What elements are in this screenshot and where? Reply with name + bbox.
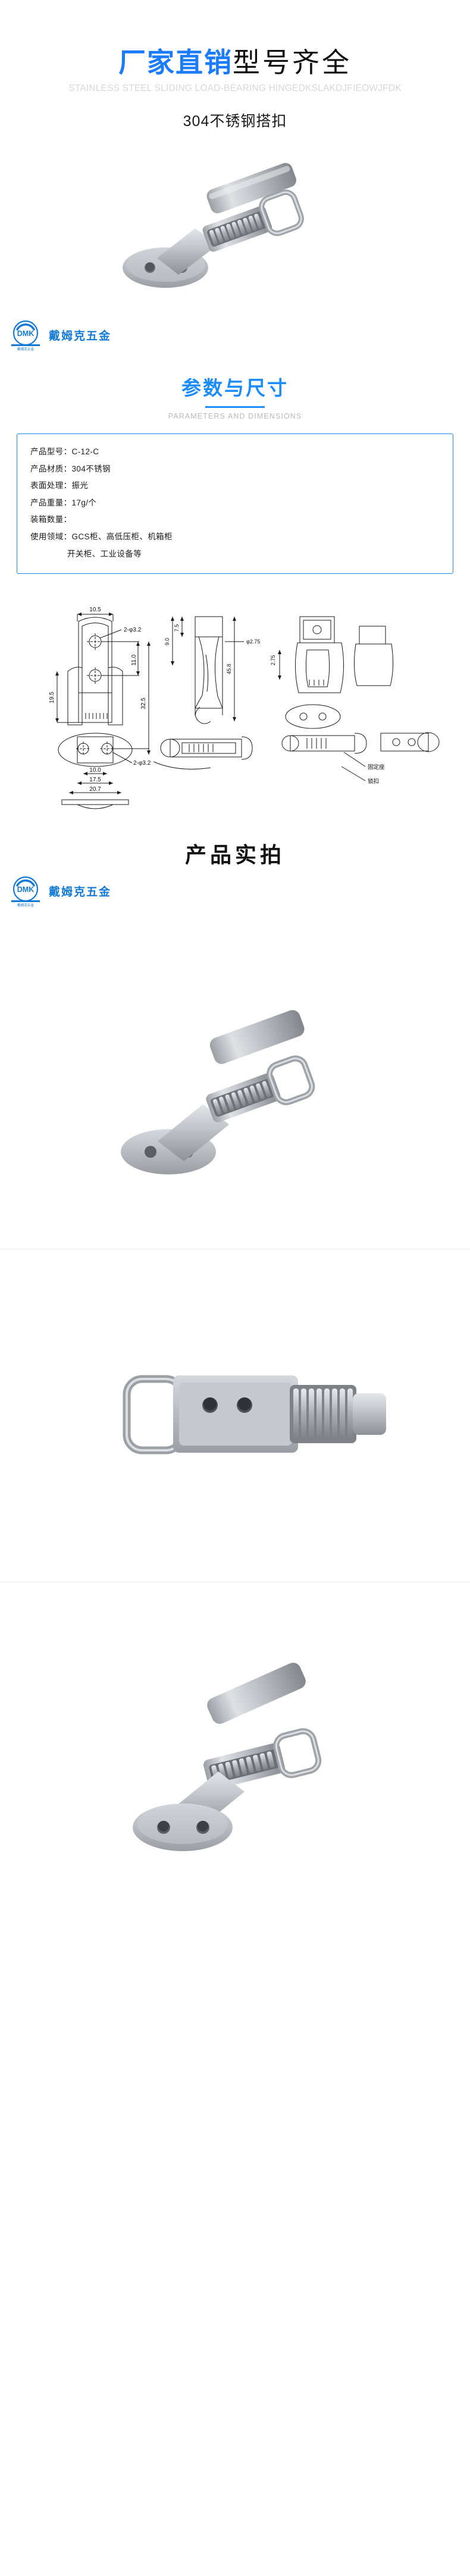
dim-side-h3: 2.75: [270, 655, 276, 666]
params-title-cn: 参数与尺寸: [181, 377, 289, 399]
brand-logo-bar: DMK 戴姆克五金 戴姆克五金: [0, 313, 470, 357]
params-card-wrap: 产品型号：C-12-C 产品材质：304不锈钢 表面处理：振光 产品重量：17g…: [0, 420, 470, 574]
param-label: 表面处理：: [30, 481, 72, 491]
logo-caption: 戴姆克五金: [17, 347, 34, 351]
param-value: 304不锈钢: [71, 464, 111, 473]
product-illustration-2: [123, 1375, 386, 1455]
params-card: 产品型号：C-12-C 产品材质：304不锈钢 表面处理：振光 产品重量：17g…: [17, 433, 453, 574]
hero-title-plain: 型号齐全: [233, 47, 352, 78]
param-label: 产品材质：: [30, 464, 72, 473]
gallery-photo-1[interactable]: [0, 916, 470, 1250]
photos-title-cn: 产品实拍: [184, 843, 285, 868]
param-row: 表面处理：振光: [30, 477, 453, 495]
dim-hole-top: 2-φ3.2: [124, 627, 142, 633]
svg-text:DMK: DMK: [17, 885, 34, 894]
drawing-view-front: 10.5 2-φ3.2: [49, 607, 151, 809]
param-label: 产品型号：: [30, 447, 72, 456]
drawing-view-side: 7.5 9.0 φ2.75 45.8: [153, 616, 260, 770]
note-lock: 锁扣: [368, 778, 379, 785]
hero-product-image: [0, 139, 470, 313]
technical-drawing-wrap: 10.5 2-φ3.2: [0, 574, 470, 816]
drawing-view-iso: 固定座 锁扣 2.75: [270, 616, 440, 785]
param-value: GCS柜、高低压柜、机箱柜: [71, 532, 173, 542]
dim-side-w1: φ2.75: [246, 639, 260, 645]
param-label: 使用领域：: [30, 532, 72, 542]
dim-base-outer: 20.7: [89, 786, 101, 793]
param-row: 产品材质：304不锈钢: [30, 461, 453, 478]
dim-hole-pitch-v: 11.0: [131, 654, 137, 665]
brand-name: 戴姆克五金: [49, 329, 112, 343]
param-row-continued: 开关柜、工业设备等: [30, 546, 453, 563]
dim-base-hole-pitch: 10.0: [89, 767, 101, 774]
product-photo-gallery: [0, 913, 470, 1939]
dim-height-a: 19.5: [49, 692, 55, 703]
gallery-photo-3[interactable]: [0, 1582, 470, 1915]
param-label: 产品重量：: [30, 498, 72, 507]
params-title-rule: [205, 406, 265, 408]
param-value: C-12-C: [71, 447, 99, 456]
param-value: 开关柜、工业设备等: [67, 549, 142, 558]
hero-model-line: 304不锈钢搭扣: [183, 113, 287, 130]
hero-subtitle-en: STAINLESS STEEL SLIDING LOAD-BEARING HIN…: [68, 83, 402, 93]
param-value: 振光: [71, 481, 89, 491]
param-value: 17g/个: [71, 498, 97, 507]
brand-name: 戴姆克五金: [49, 885, 112, 899]
svg-text:戴姆克五金: 戴姆克五金: [17, 903, 34, 907]
technical-drawing: 10.5 2-φ3.2: [49, 607, 440, 809]
dim-side-h1: 7.5: [174, 624, 180, 632]
param-row: 产品型号：C-12-C: [30, 444, 453, 461]
page-title: 厂家直销型号齐全: [0, 49, 470, 76]
hero-header: 厂家直销型号齐全 STAINLESS STEEL SLIDING LOAD-BE…: [0, 0, 470, 131]
dim-side-h4: 45.8: [226, 664, 232, 675]
photos-section-header: 产品实拍: [0, 816, 470, 869]
svg-text:DMK: DMK: [17, 329, 34, 338]
product-illustration-1: [121, 1010, 315, 1175]
dim-side-h2: 9.0: [164, 638, 170, 646]
dmk-logo-icon: DMK 戴姆克五金: [8, 874, 43, 908]
product-illustration-hero: [123, 163, 304, 288]
dim-height-b: 32.5: [140, 698, 147, 709]
note-fix: 固定座: [368, 764, 385, 771]
dim-base-inner: 17.5: [89, 777, 101, 783]
product-illustration-3: [133, 1663, 322, 1852]
param-row: 产品重量：17g/个: [30, 495, 453, 512]
dim-top-width: 10.5: [89, 607, 101, 613]
param-row: 装箱数量：: [30, 511, 453, 529]
gallery-photo-2[interactable]: [0, 1249, 470, 1583]
brand-logo-bar-2: DMK 戴姆克五金 戴姆克五金: [0, 869, 470, 913]
params-section-header: 参数与尺寸 PARAMETERS AND DIMENSIONS: [0, 357, 470, 420]
params-title-en: PARAMETERS AND DIMENSIONS: [168, 412, 302, 420]
dim-hole-base: 2-φ3.2: [133, 760, 151, 766]
product-detail-page: 厂家直销型号齐全 STAINLESS STEEL SLIDING LOAD-BE…: [0, 0, 470, 1939]
param-label: 装箱数量：: [30, 515, 72, 524]
hero-title-accent: 厂家直销: [118, 47, 233, 78]
dmk-logo-icon: DMK 戴姆克五金: [8, 318, 43, 352]
param-row: 使用领域：GCS柜、高低压柜、机箱柜: [30, 529, 453, 546]
